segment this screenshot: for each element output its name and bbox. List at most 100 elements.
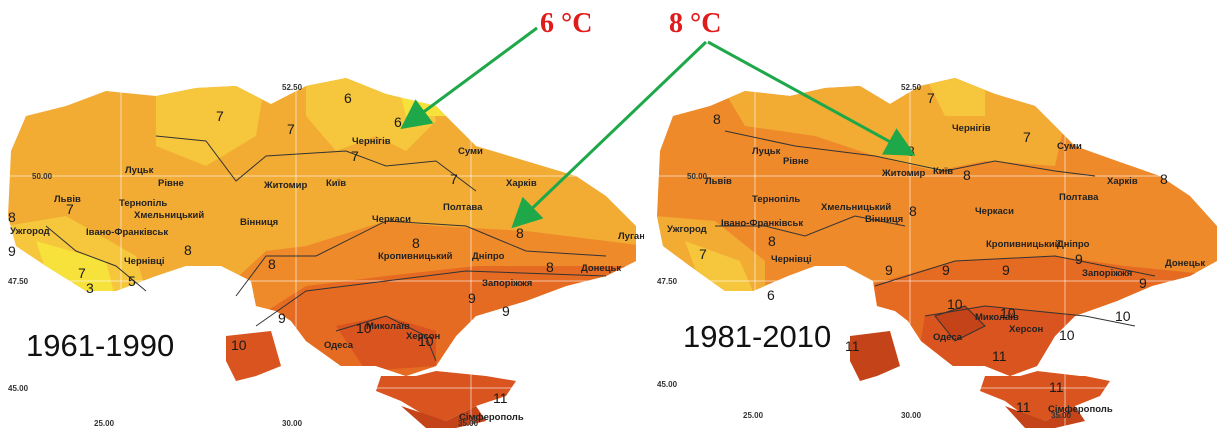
isotherm-8-label: 8 [907,143,915,159]
isotherm-7-label: 7 [927,90,935,106]
isotherm-7-label: 7 [699,246,707,262]
lat-47-50-label: 47.50 [8,277,29,286]
isotherm-8-label: 8 [412,235,420,251]
isotherm-lines [45,135,607,362]
city-ternopil: Тернопіль [119,198,167,209]
city-odesa: Одеса [933,332,963,343]
city-kyiv: Київ [326,178,346,189]
city-cherkasy: Черкаси [372,214,411,225]
lat-52-50-label: 52.50 [282,83,303,92]
city-zhytomyr: Житомир [263,180,307,191]
isotherm-8-label: 8 [713,111,721,127]
lon-35-label: 35.00 [1051,411,1072,420]
isotherm-7-label: 7 [1023,129,1031,145]
isotherm-7-label: 7 [216,108,224,124]
city-simferopol: Сімферополь [459,412,524,423]
city-kherson: Херсон [1009,324,1044,335]
bessarabia-region [850,331,900,381]
isotherm-10-label: 10 [947,296,963,312]
city-luhansk: Луганськ [618,231,644,242]
lon-25-label: 25.00 [94,419,115,428]
city-rivne: Рівне [158,178,184,189]
isotherm-6-label: 6 [344,90,352,106]
isotherm-9-label: 9 [278,310,286,326]
isotherm-9-label: 9 [502,303,510,319]
lon-25-label: 25.00 [743,411,764,420]
isotherm-6-label: 6 [394,114,402,130]
isotherm-7-label: 7 [287,121,295,137]
city-lviv: Львів [54,194,81,205]
city-mykolaiv: Миколаїв [366,321,410,332]
city-markers: Чернігів Суми Луцьк Рівне Житомир Київ Х… [667,123,1205,415]
isotherm-6-label: 6 [767,287,775,303]
isotherm-11-label: 11 [493,390,508,406]
isotherm-11-label: 11 [1016,399,1031,415]
isotherm-9-label: 9 [942,262,950,278]
isotherm-8-label: 8 [184,242,192,258]
isotherm-10-label: 10 [231,337,247,353]
isotherm-3-label: 3 [86,280,94,296]
isotherm-8-label: 8 [768,233,776,249]
city-simferopol: Сімферополь [1048,404,1113,415]
isotherm-values: 6 6 7 7 7 7 7 7 8 8 8 8 8 8 9 9 9 9 10 1… [8,90,554,406]
zone-6-7-northwest [156,78,266,166]
city-kyiv: Київ [933,166,953,177]
callout-6c-label: 6 °C [540,8,593,39]
city-ternopil: Тернопіль [752,194,800,205]
city-khmelnytskyi: Хмельницький [821,202,891,213]
isotherm-10-label: 10 [418,333,434,349]
period-label-left: 1961-1990 [26,328,175,363]
isotherm-11-label: 11 [845,338,860,354]
lon-30-label: 30.00 [901,411,922,420]
crimea-region [376,366,516,421]
map-panel-1961-1990: 52.50 50.00 47.50 45.00 25.00 30.00 35.0… [6,76,644,428]
city-chernivtsi: Чернівці [771,254,811,265]
city-donetsk: Донецьк [581,263,621,274]
map-left-svg: 52.50 50.00 47.50 45.00 25.00 30.00 35.0… [6,76,644,428]
isotherm-10-label: 10 [1059,327,1075,343]
city-kharkiv: Харків [1107,176,1138,187]
city-kropyvnytskyi: Кропивницький [378,251,453,262]
graticule [655,76,1221,428]
isotherm-9-label: 9 [885,262,893,278]
isotherm-10-label: 10 [1115,308,1131,324]
isotherm-8-label: 8 [516,225,524,241]
city-sumy: Суми [1057,141,1082,152]
isotherm-lines [715,130,1156,342]
city-vinnytsia: Вінниця [865,214,903,225]
city-chernihiv: Чернігів [352,136,391,147]
isotherm-7-label: 7 [351,148,359,164]
city-lutsk: Луцьк [752,146,781,157]
isotherm-8-label: 8 [909,203,917,219]
isotherm-8-label: 8 [8,209,16,225]
city-lviv: Львів [705,176,732,187]
city-rivne: Рівне [783,156,809,167]
lat-45-00-label: 45.00 [657,380,678,389]
map-panel-1981-2010: 52.50 50.00 47.50 45.00 25.00 30.00 35.0… [655,76,1221,428]
city-lutsk: Луцьк [125,165,154,176]
lon-30-label: 30.00 [282,419,303,428]
isotherm-7-label: 7 [78,265,86,281]
lat-45-00-label: 45.00 [8,384,29,393]
lat-50-00-label: 50.00 [32,172,53,181]
city-mykolaiv: Миколаїв [975,312,1019,323]
isotherm-9-label: 9 [468,290,476,306]
zone-10-11 [336,316,436,371]
map-right-svg: 52.50 50.00 47.50 45.00 25.00 30.00 35.0… [655,76,1221,428]
city-dnipro: Дніпро [1057,239,1090,250]
city-dnipro: Дніпро [472,251,505,262]
period-label-right: 1981-2010 [683,319,832,354]
city-kharkiv: Харків [506,178,537,189]
lat-47-50-label: 47.50 [657,277,678,286]
lat-52-50-label: 52.50 [901,83,922,92]
city-kropyvnytskyi: Кропивницький [986,239,1061,250]
city-sumy: Суми [458,146,483,157]
city-vinnytsia: Вінниця [240,217,278,228]
isotherm-8-label: 8 [546,259,554,275]
city-odesa: Одеса [324,340,354,351]
crimea-south-zone [401,406,486,428]
crimea-region [980,366,1110,421]
isotherm-9-label: 9 [1075,251,1083,267]
city-khmelnytskyi: Хмельницький [134,210,204,221]
city-zaporizhzhia: Запоріжжя [482,278,532,289]
